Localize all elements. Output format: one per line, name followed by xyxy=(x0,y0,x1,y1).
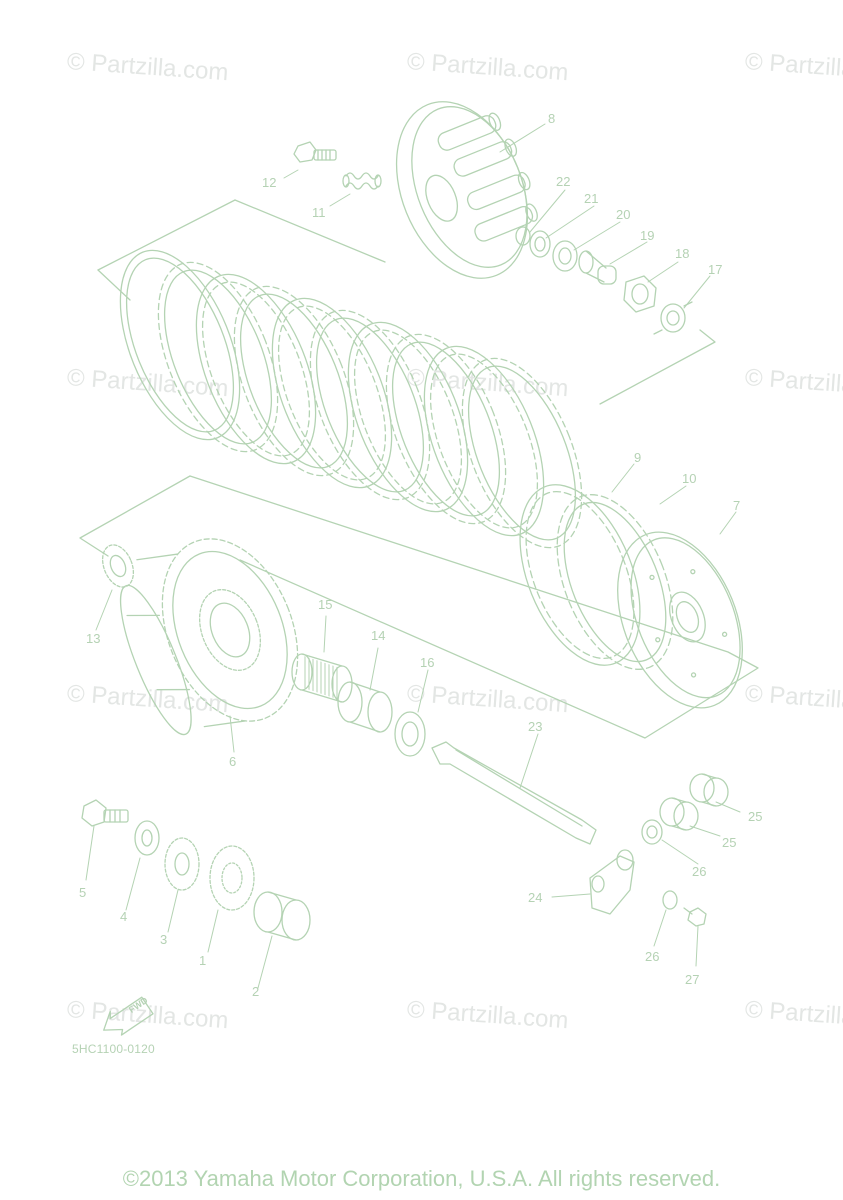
callout-2: 2 xyxy=(252,984,260,999)
leader-lines xyxy=(85,123,741,989)
lock-washer-17 xyxy=(653,301,693,335)
callout-18: 18 xyxy=(675,246,690,261)
spring-11 xyxy=(342,172,382,190)
washer-4 xyxy=(134,820,160,856)
callout-20: 20 xyxy=(616,207,631,222)
callout-22: 22 xyxy=(556,174,571,189)
callout-23: 23 xyxy=(528,719,543,734)
nut-18 xyxy=(623,275,657,313)
washer-16 xyxy=(394,711,426,757)
callout-26a: 26 xyxy=(692,864,707,879)
oil-seal-25-lower xyxy=(659,797,699,831)
callout-5: 5 xyxy=(79,885,87,900)
callout-27: 27 xyxy=(685,972,700,987)
gear-3 xyxy=(164,837,200,891)
pressure-plate-frame xyxy=(97,199,716,405)
clutch-plate-10 xyxy=(556,494,674,670)
push-rod-23 xyxy=(431,741,597,845)
push-rod-19 xyxy=(578,250,617,285)
callout-19: 19 xyxy=(640,228,655,243)
callout-24: 24 xyxy=(528,890,543,905)
diagram-code: 5HC1100-0120 xyxy=(72,1042,155,1056)
callout-15: 15 xyxy=(318,597,333,612)
callout-4: 4 xyxy=(120,909,128,924)
callout-6: 6 xyxy=(229,754,237,769)
screw-27 xyxy=(683,907,707,927)
callout-1: 1 xyxy=(199,953,207,968)
clutch-housing-frame xyxy=(79,475,759,739)
oil-seal-25-upper xyxy=(689,773,729,807)
collar-14 xyxy=(337,681,393,733)
callout-9: 9 xyxy=(634,450,642,465)
fwd-arrow-icon xyxy=(103,996,154,1036)
needle-bearing-15 xyxy=(291,653,353,703)
callout-14: 14 xyxy=(371,628,386,643)
callout-8: 8 xyxy=(548,111,556,126)
seal-26-upper xyxy=(641,819,663,845)
callout-25b: 25 xyxy=(722,835,737,850)
bolt-12 xyxy=(293,141,337,163)
callout-16: 16 xyxy=(420,655,435,670)
callout-13: 13 xyxy=(86,631,101,646)
copyright-notice: ©2013 Yamaha Motor Corporation, U.S.A. A… xyxy=(122,1166,721,1191)
callout-21: 21 xyxy=(584,191,599,206)
gear-1 xyxy=(209,845,255,911)
callout-10: 10 xyxy=(682,471,697,486)
seal-26-lower xyxy=(662,890,678,910)
bolt-5 xyxy=(81,799,129,827)
lever-shaft-24 xyxy=(589,849,635,915)
clutch-plate-9 xyxy=(519,484,641,666)
bearing-20 xyxy=(552,240,578,272)
callout-11: 11 xyxy=(312,205,326,220)
pressure-plate xyxy=(395,101,538,279)
washer-21 xyxy=(529,230,551,258)
clutch-housing-6 xyxy=(119,538,299,736)
callout-3: 3 xyxy=(160,932,168,947)
callout-26b: 26 xyxy=(645,949,660,964)
clutch-boss-7 xyxy=(617,531,743,709)
collar-2 xyxy=(253,891,311,941)
circlip-22 xyxy=(515,226,531,246)
pressure-plate-bosses xyxy=(437,112,538,242)
thrust-washer-13 xyxy=(101,544,135,588)
callout-7: 7 xyxy=(733,498,741,513)
clutch-plate-stack xyxy=(119,249,583,549)
callout-17: 17 xyxy=(708,262,723,277)
callout-12: 12 xyxy=(262,175,277,190)
callout-25a: 25 xyxy=(748,809,763,824)
